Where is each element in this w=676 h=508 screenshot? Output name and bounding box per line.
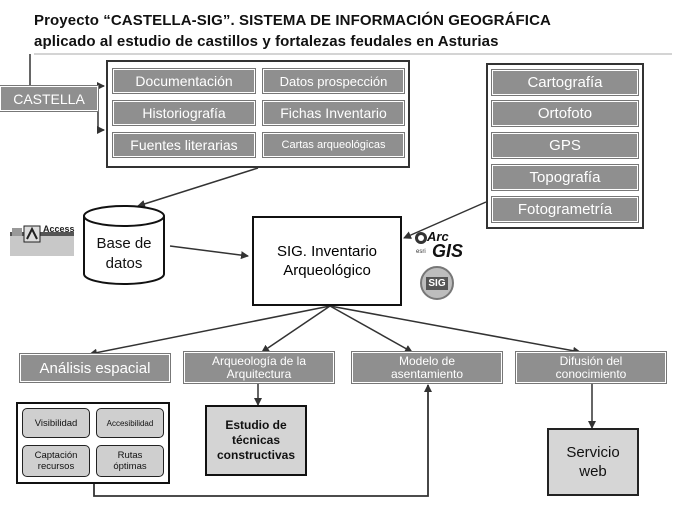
analysis-visibilidad: Visibilidad (22, 408, 90, 438)
output-arqueologia: Arqueología de la Arquitectura (183, 351, 335, 384)
feedback-arrow (93, 384, 432, 497)
output-analisis-espacial: Análisis espacial (19, 353, 171, 383)
estudio-line3: constructivas (216, 448, 296, 462)
source-documentacion: Documentación (112, 68, 256, 94)
sig-globe-logo: SIG (420, 266, 454, 300)
sig-label-line1: SIG. Inventario (276, 243, 378, 260)
modelo-line2: asentamiento (390, 366, 464, 381)
castella-arrow-bottom (97, 111, 105, 134)
source-fichas-inventario: Fichas Inventario (262, 100, 405, 126)
access-logo: Access (10, 222, 75, 256)
sig-to-difusion-arrow (329, 305, 581, 355)
output-modelo-asentamiento: Modelo de asentamiento (351, 351, 503, 384)
arqueologia-line1: Arqueología de la (211, 353, 307, 368)
rutas-line2: óptimas (113, 461, 147, 472)
sig-to-modelo-arrow (329, 305, 413, 353)
database-cylinder: Base de datos (82, 204, 166, 286)
database-label-line1: Base de (96, 235, 152, 252)
sig-to-analisis-arrow (89, 305, 331, 357)
source-fuentes-literarias: Fuentes literarias (112, 132, 256, 158)
page-title: Proyecto “CASTELLA-SIG”. SISTEMA DE INFO… (34, 12, 551, 29)
sig-logo-text: SIG (426, 276, 448, 290)
arcgis-logo-esri: esri (416, 249, 426, 255)
db-to-sig-arrow (169, 245, 249, 260)
analysis-rutas-optimas: Rutas óptimas (96, 445, 164, 477)
estudio-tecnicas-box: Estudio de técnicas constructivas (205, 405, 307, 476)
estudio-line1: Estudio de (225, 418, 287, 432)
analysis-captacion-recursos: Captación recursos (22, 445, 90, 477)
tech-to-sig-arrow (403, 201, 487, 239)
servicio-line1: Servicio (566, 444, 620, 461)
tech-cartografia: Cartografía (491, 69, 639, 96)
servicio-line2: web (579, 463, 607, 480)
sig-inventario-box: SIG. Inventario Arqueológico (252, 216, 402, 306)
access-logo-text: Access (43, 224, 75, 234)
captacion-line1: Captación (34, 450, 78, 461)
difusion-line2: conocimiento (555, 366, 627, 381)
tech-fotogrametria: Fotogrametría (491, 196, 639, 223)
sources-to-db-arrow (137, 167, 259, 208)
tech-gps: GPS (491, 132, 639, 159)
page-subtitle: aplicado al estudio de castillos y forta… (34, 33, 499, 50)
arqueologia-line2: Arquitectura (226, 366, 292, 381)
castella-box: CASTELLA (0, 85, 99, 112)
tech-ortofoto: Ortofoto (491, 100, 639, 127)
modelo-line1: Modelo de (398, 353, 456, 368)
source-historiografia: Historiografía (112, 100, 256, 126)
sig-label-line2: Arqueológico (283, 262, 371, 279)
analysis-accesibilidad: Accesibilidad (96, 408, 164, 438)
arcgis-logo: Arc esri GIS (412, 228, 474, 264)
servicio-web-box: Servicio web (547, 428, 639, 496)
arcgis-logo-arc: Arc (427, 229, 449, 244)
rutas-line1: Rutas (117, 450, 143, 461)
sig-to-arqueologia-arrow (261, 305, 331, 353)
difusion-line1: Difusión del (559, 353, 623, 368)
estudio-line2: técnicas (231, 433, 281, 447)
tech-topografia: Topografía (491, 164, 639, 191)
source-cartas-arqueologicas: Cartas arqueológicas (262, 132, 405, 158)
source-datos-prospeccion: Datos prospección (262, 68, 405, 94)
captacion-line2: recursos (37, 461, 75, 472)
arcgis-logo-gis: GIS (432, 241, 464, 261)
output-difusion: Difusión del conocimiento (515, 351, 667, 384)
database-label-line2: datos (105, 255, 143, 272)
